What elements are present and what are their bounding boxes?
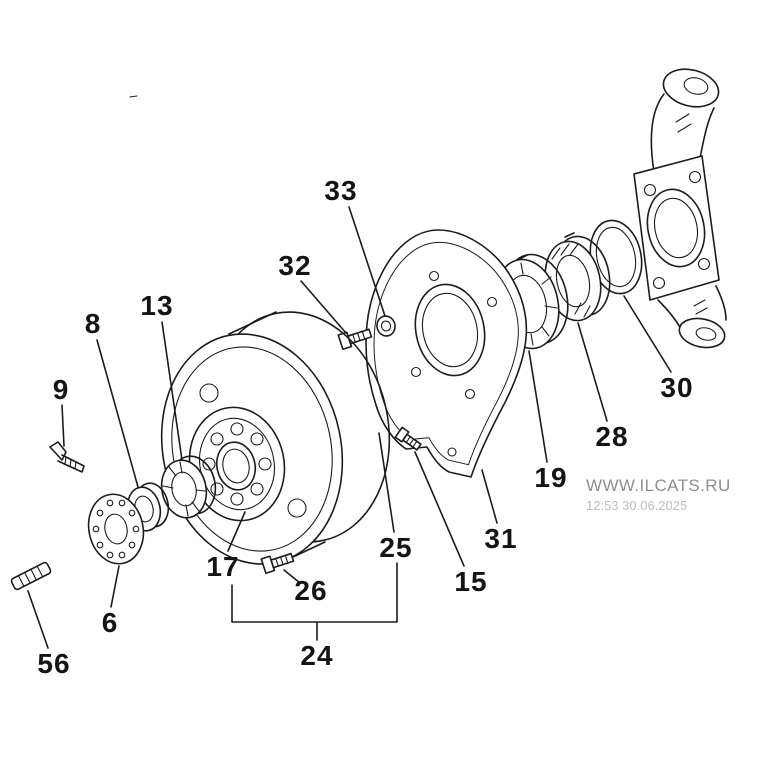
part-label-25: 25 xyxy=(379,532,413,563)
part-label-56: 56 xyxy=(37,648,71,679)
flange-6 xyxy=(87,493,145,565)
part-label-26: 26 xyxy=(294,575,328,606)
leader-line-56 xyxy=(27,590,49,649)
leader-line-31 xyxy=(481,469,498,524)
part-label-28: 28 xyxy=(595,421,629,452)
screw-9 xyxy=(49,441,85,473)
leader-line-30 xyxy=(623,295,672,373)
annotations-layer xyxy=(27,206,672,649)
part-label-30: 30 xyxy=(660,372,694,403)
leader-line-8 xyxy=(96,339,139,488)
leader-line-15 xyxy=(414,451,465,567)
part-label-15: 15 xyxy=(454,566,488,597)
leader-line-9 xyxy=(61,404,65,447)
part-label-24: 24 xyxy=(300,640,334,671)
leader-line-26 xyxy=(283,569,301,584)
part-label-32: 32 xyxy=(278,250,312,281)
watermark-timestamp: 12:53 30.06.2025 xyxy=(586,498,688,513)
part-label-6: 6 xyxy=(101,607,119,638)
dust-shield-31 xyxy=(365,229,528,478)
stud-15 xyxy=(394,426,422,451)
stud-56 xyxy=(10,561,52,591)
assembly-bracket-24 xyxy=(231,562,398,641)
part-label-9: 9 xyxy=(52,374,70,405)
leader-line-28 xyxy=(577,322,608,422)
part-label-33: 33 xyxy=(324,175,358,206)
brake-drum xyxy=(160,311,391,565)
bearing-13 xyxy=(160,455,217,519)
steering-knuckle xyxy=(633,68,727,349)
watermark: WWW.ILCATS.RU 12:53 30.06.2025 xyxy=(586,476,731,513)
leader-line-17 xyxy=(227,511,246,552)
leader-line-6 xyxy=(110,565,120,608)
part-label-8: 8 xyxy=(84,308,102,339)
leader-line-32 xyxy=(300,280,347,334)
leader-line-33 xyxy=(348,206,386,317)
leader-line-25 xyxy=(378,432,395,533)
leader-line-19 xyxy=(528,350,548,463)
stray-mark xyxy=(129,95,138,98)
watermark-site: WWW.ILCATS.RU xyxy=(586,476,731,495)
washer-33 xyxy=(376,315,396,337)
leader-line-13 xyxy=(161,321,183,461)
part-label-13: 13 xyxy=(140,290,174,321)
part-label-19: 19 xyxy=(534,462,568,493)
part-label-31: 31 xyxy=(484,523,518,554)
part-label-17: 17 xyxy=(206,551,240,582)
bolt-26 xyxy=(260,552,295,575)
